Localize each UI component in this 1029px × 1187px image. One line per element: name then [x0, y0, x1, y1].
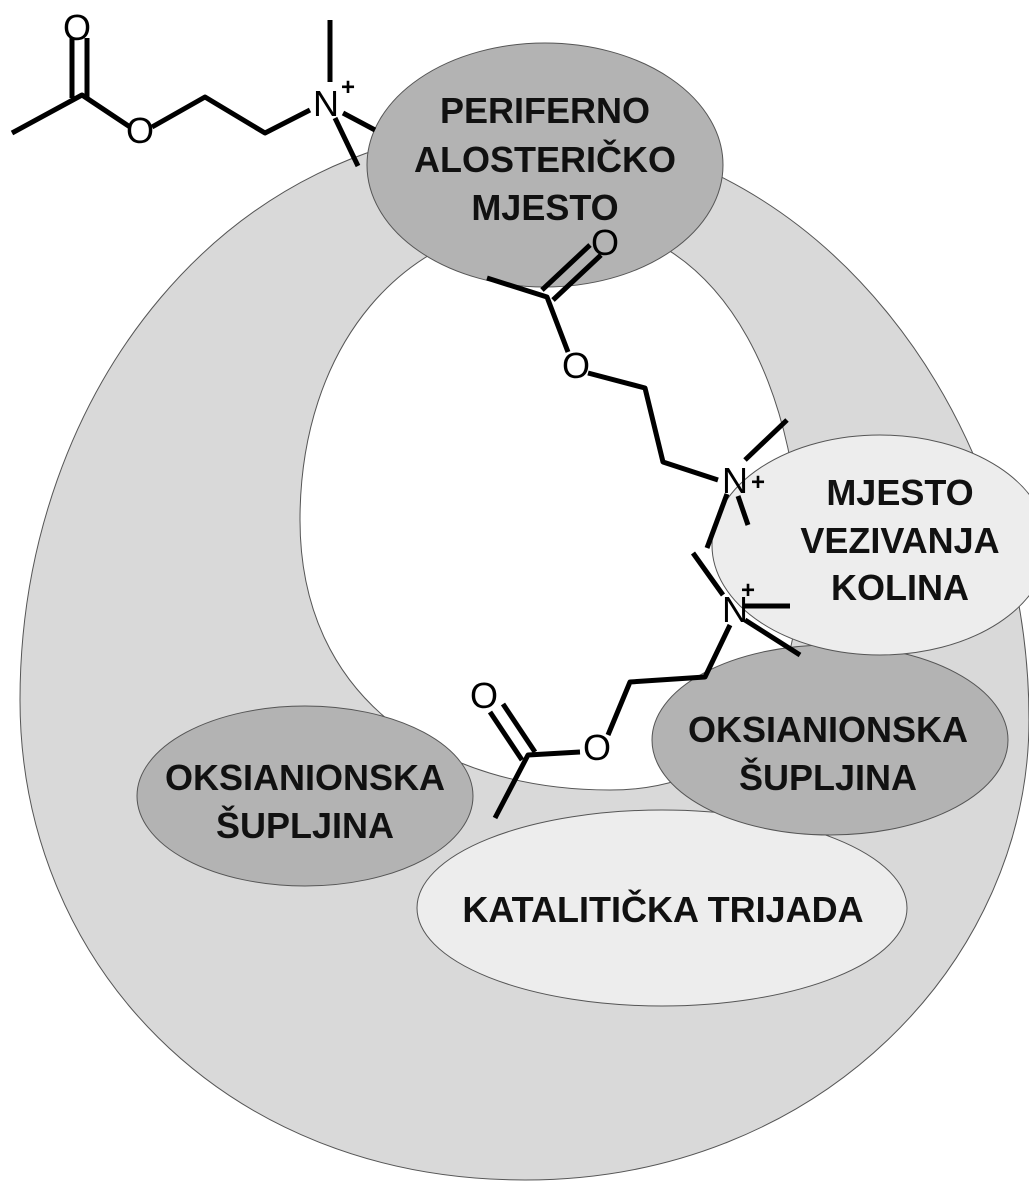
- label-oxyanion-right: OKSIANIONSKA ŠUPLJINA: [688, 709, 968, 798]
- label-peripheral-site: PERIFERNO ALOSTERIČKO MJESTO: [414, 90, 676, 228]
- acetylcholine-bound-lower: N + O O: [470, 551, 802, 820]
- atom-o-ester: O: [562, 345, 590, 386]
- acetylcholine-bound-upper: O O N +: [486, 222, 789, 549]
- atom-n: N: [722, 589, 748, 630]
- atom-n: N: [722, 460, 748, 501]
- catalytic-triad-ellipse: [416, 809, 908, 1007]
- label-line: KOLINA: [831, 567, 969, 608]
- atom-n-charge: +: [341, 74, 355, 101]
- label-line: OKSIANIONSKA: [688, 709, 968, 750]
- choline-site-ellipse: [711, 434, 1029, 656]
- label-catalytic-triad: KATALITIČKA TRIJADA: [462, 888, 863, 930]
- label-line: ŠUPLJINA: [216, 804, 394, 846]
- label-line: MJESTO: [826, 472, 973, 513]
- atom-o-ester: O: [126, 110, 154, 151]
- atom-n-charge: +: [741, 577, 755, 604]
- atom-o-carbonyl: O: [470, 675, 498, 716]
- acetylcholine-free: O O N +: [10, 7, 377, 168]
- label-line: PERIFERNO: [440, 90, 650, 131]
- atom-o-carbonyl: O: [591, 222, 619, 263]
- label-line: ALOSTERIČKO: [414, 138, 676, 180]
- label-line: ŠUPLJINA: [739, 756, 917, 798]
- label-line: MJESTO: [471, 187, 618, 228]
- atom-n: N: [313, 83, 339, 124]
- label-line: OKSIANIONSKA: [165, 757, 445, 798]
- atom-n-charge: +: [751, 469, 765, 496]
- label-choline-site: MJESTO VEZIVANJA KOLINA: [800, 472, 999, 608]
- atom-o-carbonyl: O: [63, 7, 91, 48]
- atom-o-ester: O: [583, 727, 611, 768]
- oxyanion-left-ellipse: [136, 705, 474, 887]
- label-line: VEZIVANJA: [800, 520, 999, 561]
- label-oxyanion-left: OKSIANIONSKA ŠUPLJINA: [165, 757, 445, 846]
